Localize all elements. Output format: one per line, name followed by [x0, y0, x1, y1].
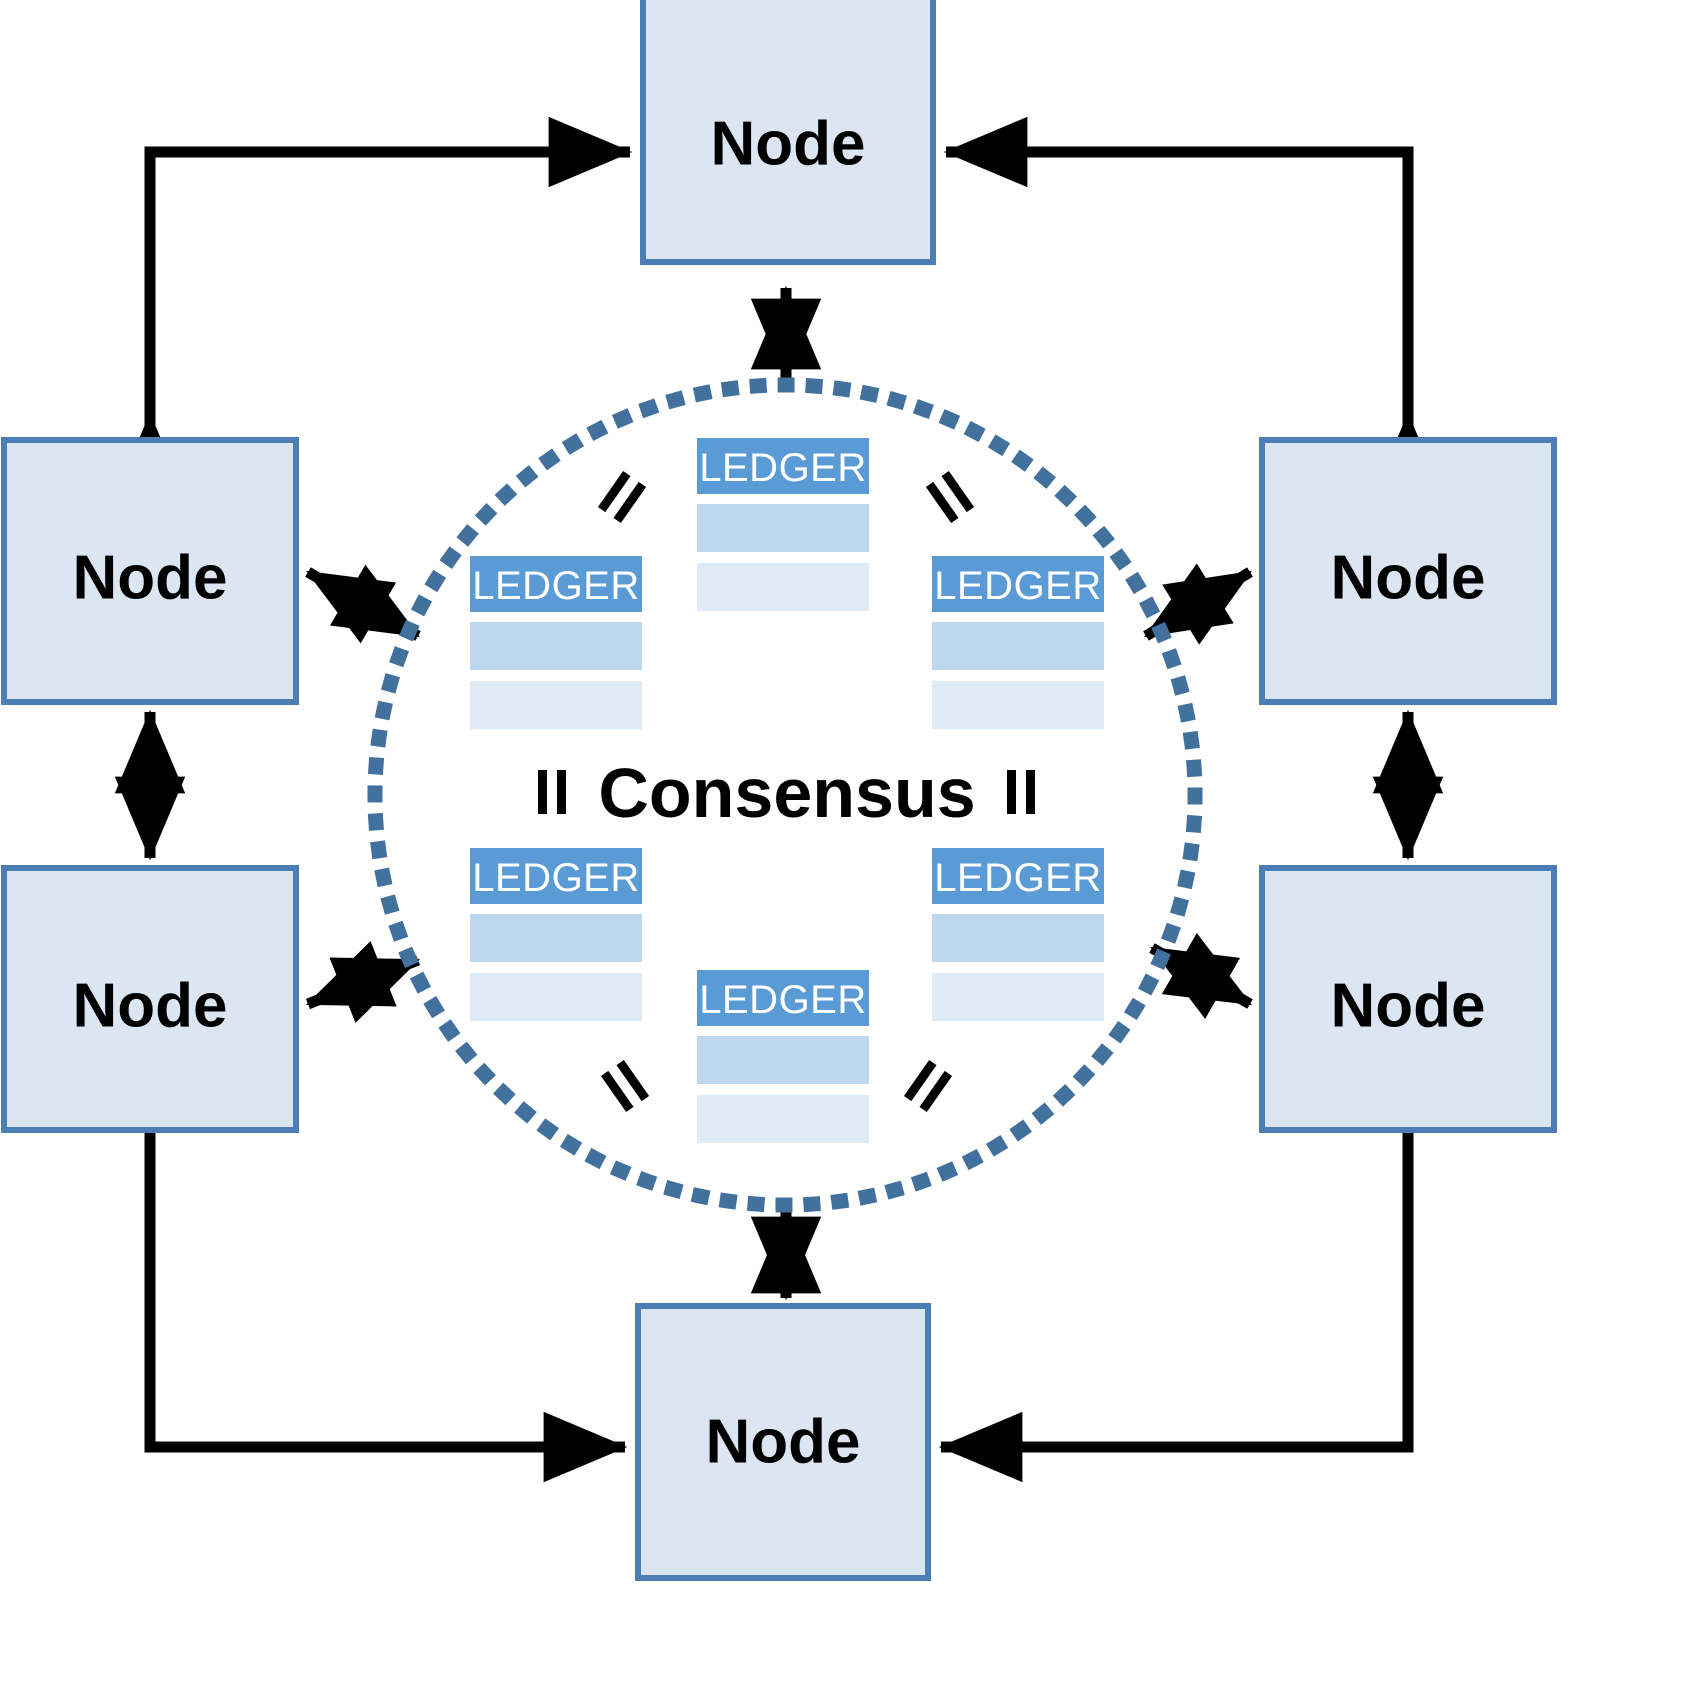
ledger-bottom-row-1: [697, 1036, 869, 1084]
node-right-upper-box[interactable]: [1259, 437, 1557, 705]
ledger-lower-left[interactable]: LEDGER: [470, 848, 642, 1021]
ledger-bottom-row-2: [697, 1095, 869, 1143]
ledger-lower-left-header[interactable]: [470, 848, 642, 904]
link-right-lower-to-bottom: [938, 1130, 1414, 1483]
ledger-top-row-2: [697, 563, 869, 611]
equals-bottom-left-icon: [600, 1059, 650, 1113]
side-connectors: [114, 709, 1444, 861]
node-top[interactable]: Node: [640, 0, 936, 265]
ledger-upper-left-header[interactable]: [470, 556, 642, 612]
link-left-upper-to-consensus: [305, 564, 421, 644]
node-bottom-label: Node: [706, 1408, 861, 1477]
ledger-top-row-1: [697, 504, 869, 552]
ledger-upper-right-header[interactable]: [932, 556, 1104, 612]
ledger-upper-right[interactable]: LEDGER: [932, 556, 1104, 729]
ledger-stacks: LEDGER LEDGER LEDGER LEDGER: [470, 438, 1104, 1143]
node-top-label: Node: [711, 110, 866, 179]
node-boxes: Node Node Node Node Node Node: [1, 0, 1557, 1581]
ledger-bottom-label: LEDGER: [699, 978, 867, 1022]
ledger-lower-right-header[interactable]: [932, 848, 1104, 904]
outer-ring-connectors: [114, 116, 1444, 1483]
node-right-lower[interactable]: Node: [1259, 865, 1557, 1133]
link-right-lower-to-bottom-path: [938, 1130, 1414, 1483]
node-left-upper-label: Node: [73, 544, 228, 613]
ledger-upper-right-row-1: [932, 622, 1104, 670]
link-right-upper-to-top: [943, 116, 1444, 497]
node-right-upper[interactable]: Node: [1259, 437, 1557, 705]
consensus-label: Consensus: [598, 754, 975, 832]
ledger-lower-left-row-2: [470, 973, 642, 1021]
ledger-upper-left-row-2: [470, 681, 642, 729]
link-left-lower-to-bottom-path: [144, 1130, 628, 1483]
ledger-upper-right-row-2: [932, 681, 1104, 729]
ledger-upper-left-label: LEDGER: [472, 564, 640, 608]
node-right-upper-label: Node: [1331, 544, 1486, 613]
ledger-lower-right[interactable]: LEDGER: [932, 848, 1104, 1021]
link-left-lower-to-consensus: [305, 941, 421, 1023]
ledger-upper-left-row-1: [470, 622, 642, 670]
node-left-lower[interactable]: Node: [1, 865, 299, 1133]
ledger-lower-right-row-2: [932, 973, 1104, 1021]
ledger-top-header[interactable]: [697, 438, 869, 494]
node-left-upper-box[interactable]: [1, 437, 299, 705]
link-left-upper-to-top-path: [144, 116, 633, 440]
ledger-upper-right-label: LEDGER: [934, 564, 1102, 608]
ledger-lower-left-label: LEDGER: [472, 856, 640, 900]
node-left-upper[interactable]: Node: [1, 437, 299, 705]
equals-marks: [538, 470, 1035, 1113]
equals-top-right-icon: [925, 470, 975, 524]
equals-mid-left-icon: [538, 770, 566, 814]
link-left-lower-to-bottom: [144, 1130, 628, 1483]
ledger-upper-left[interactable]: LEDGER: [470, 556, 642, 729]
ledger-lower-left-row-1: [470, 914, 642, 962]
consensus-circle: [367, 377, 1203, 1213]
ledger-top[interactable]: LEDGER: [697, 438, 869, 611]
link-left-upper-to-top: [114, 116, 633, 497]
node-bottom-box[interactable]: [635, 1303, 931, 1581]
equals-bottom-right-icon: [903, 1059, 953, 1113]
node-left-lower-box[interactable]: [1, 865, 299, 1133]
node-bottom[interactable]: Node: [635, 1303, 931, 1581]
ledger-lower-right-row-1: [932, 914, 1104, 962]
ledger-bottom-header[interactable]: [697, 970, 869, 1026]
link-right-upper-to-top-path: [943, 116, 1414, 440]
equals-top-left-icon: [597, 470, 647, 524]
node-left-lower-label: Node: [73, 972, 228, 1041]
equals-mid-right-icon: [1007, 770, 1035, 814]
ledger-bottom[interactable]: LEDGER: [697, 970, 869, 1143]
ledger-top-label: LEDGER: [699, 446, 867, 490]
node-right-lower-label: Node: [1331, 972, 1486, 1041]
node-top-box[interactable]: [640, 0, 936, 265]
ledger-lower-right-label: LEDGER: [934, 856, 1102, 900]
node-right-lower-box[interactable]: [1259, 865, 1557, 1133]
